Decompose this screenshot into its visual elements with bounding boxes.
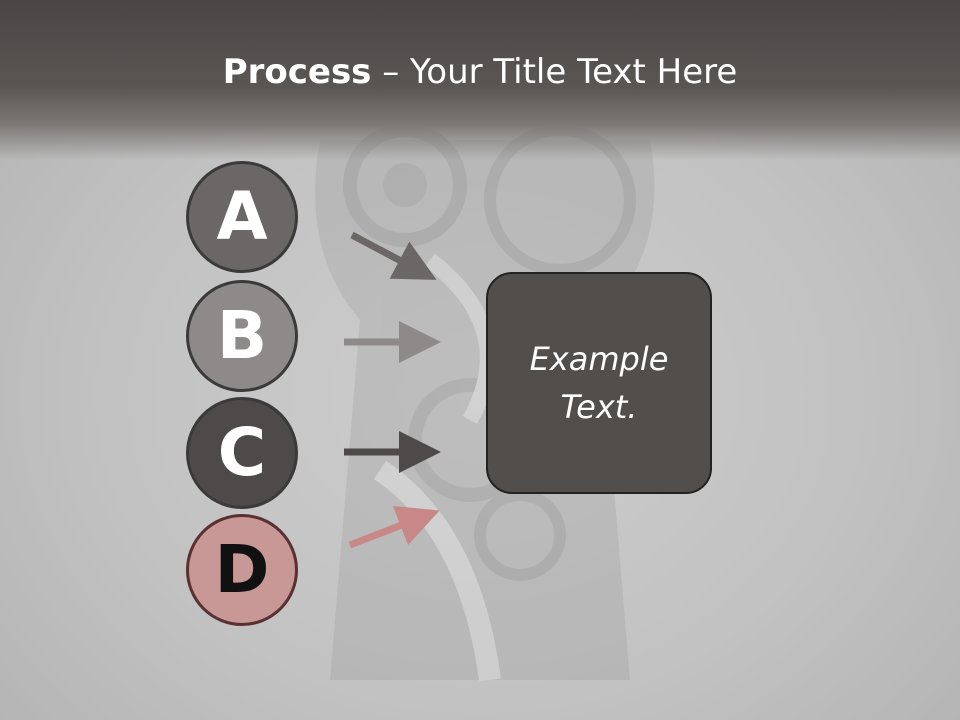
slide-title: Process – Your Title Text Here — [0, 52, 960, 92]
step-b-letter: B — [216, 297, 268, 374]
example-text: Example Text. — [529, 340, 669, 426]
step-a-letter: A — [216, 178, 268, 255]
step-c-letter: C — [217, 414, 267, 491]
arrow-a — [350, 231, 437, 280]
step-d-circle: D — [186, 514, 298, 626]
title-bold: Process — [222, 52, 372, 92]
step-b-circle: B — [186, 280, 298, 392]
title-rest: – Your Title Text Here — [371, 52, 738, 92]
step-c-circle: C — [186, 397, 298, 509]
example-text-box: Example Text. — [486, 272, 712, 494]
arrow-d — [348, 505, 440, 549]
step-a-circle: A — [186, 161, 298, 273]
step-d-letter: D — [214, 531, 270, 608]
title-banner — [0, 0, 960, 160]
